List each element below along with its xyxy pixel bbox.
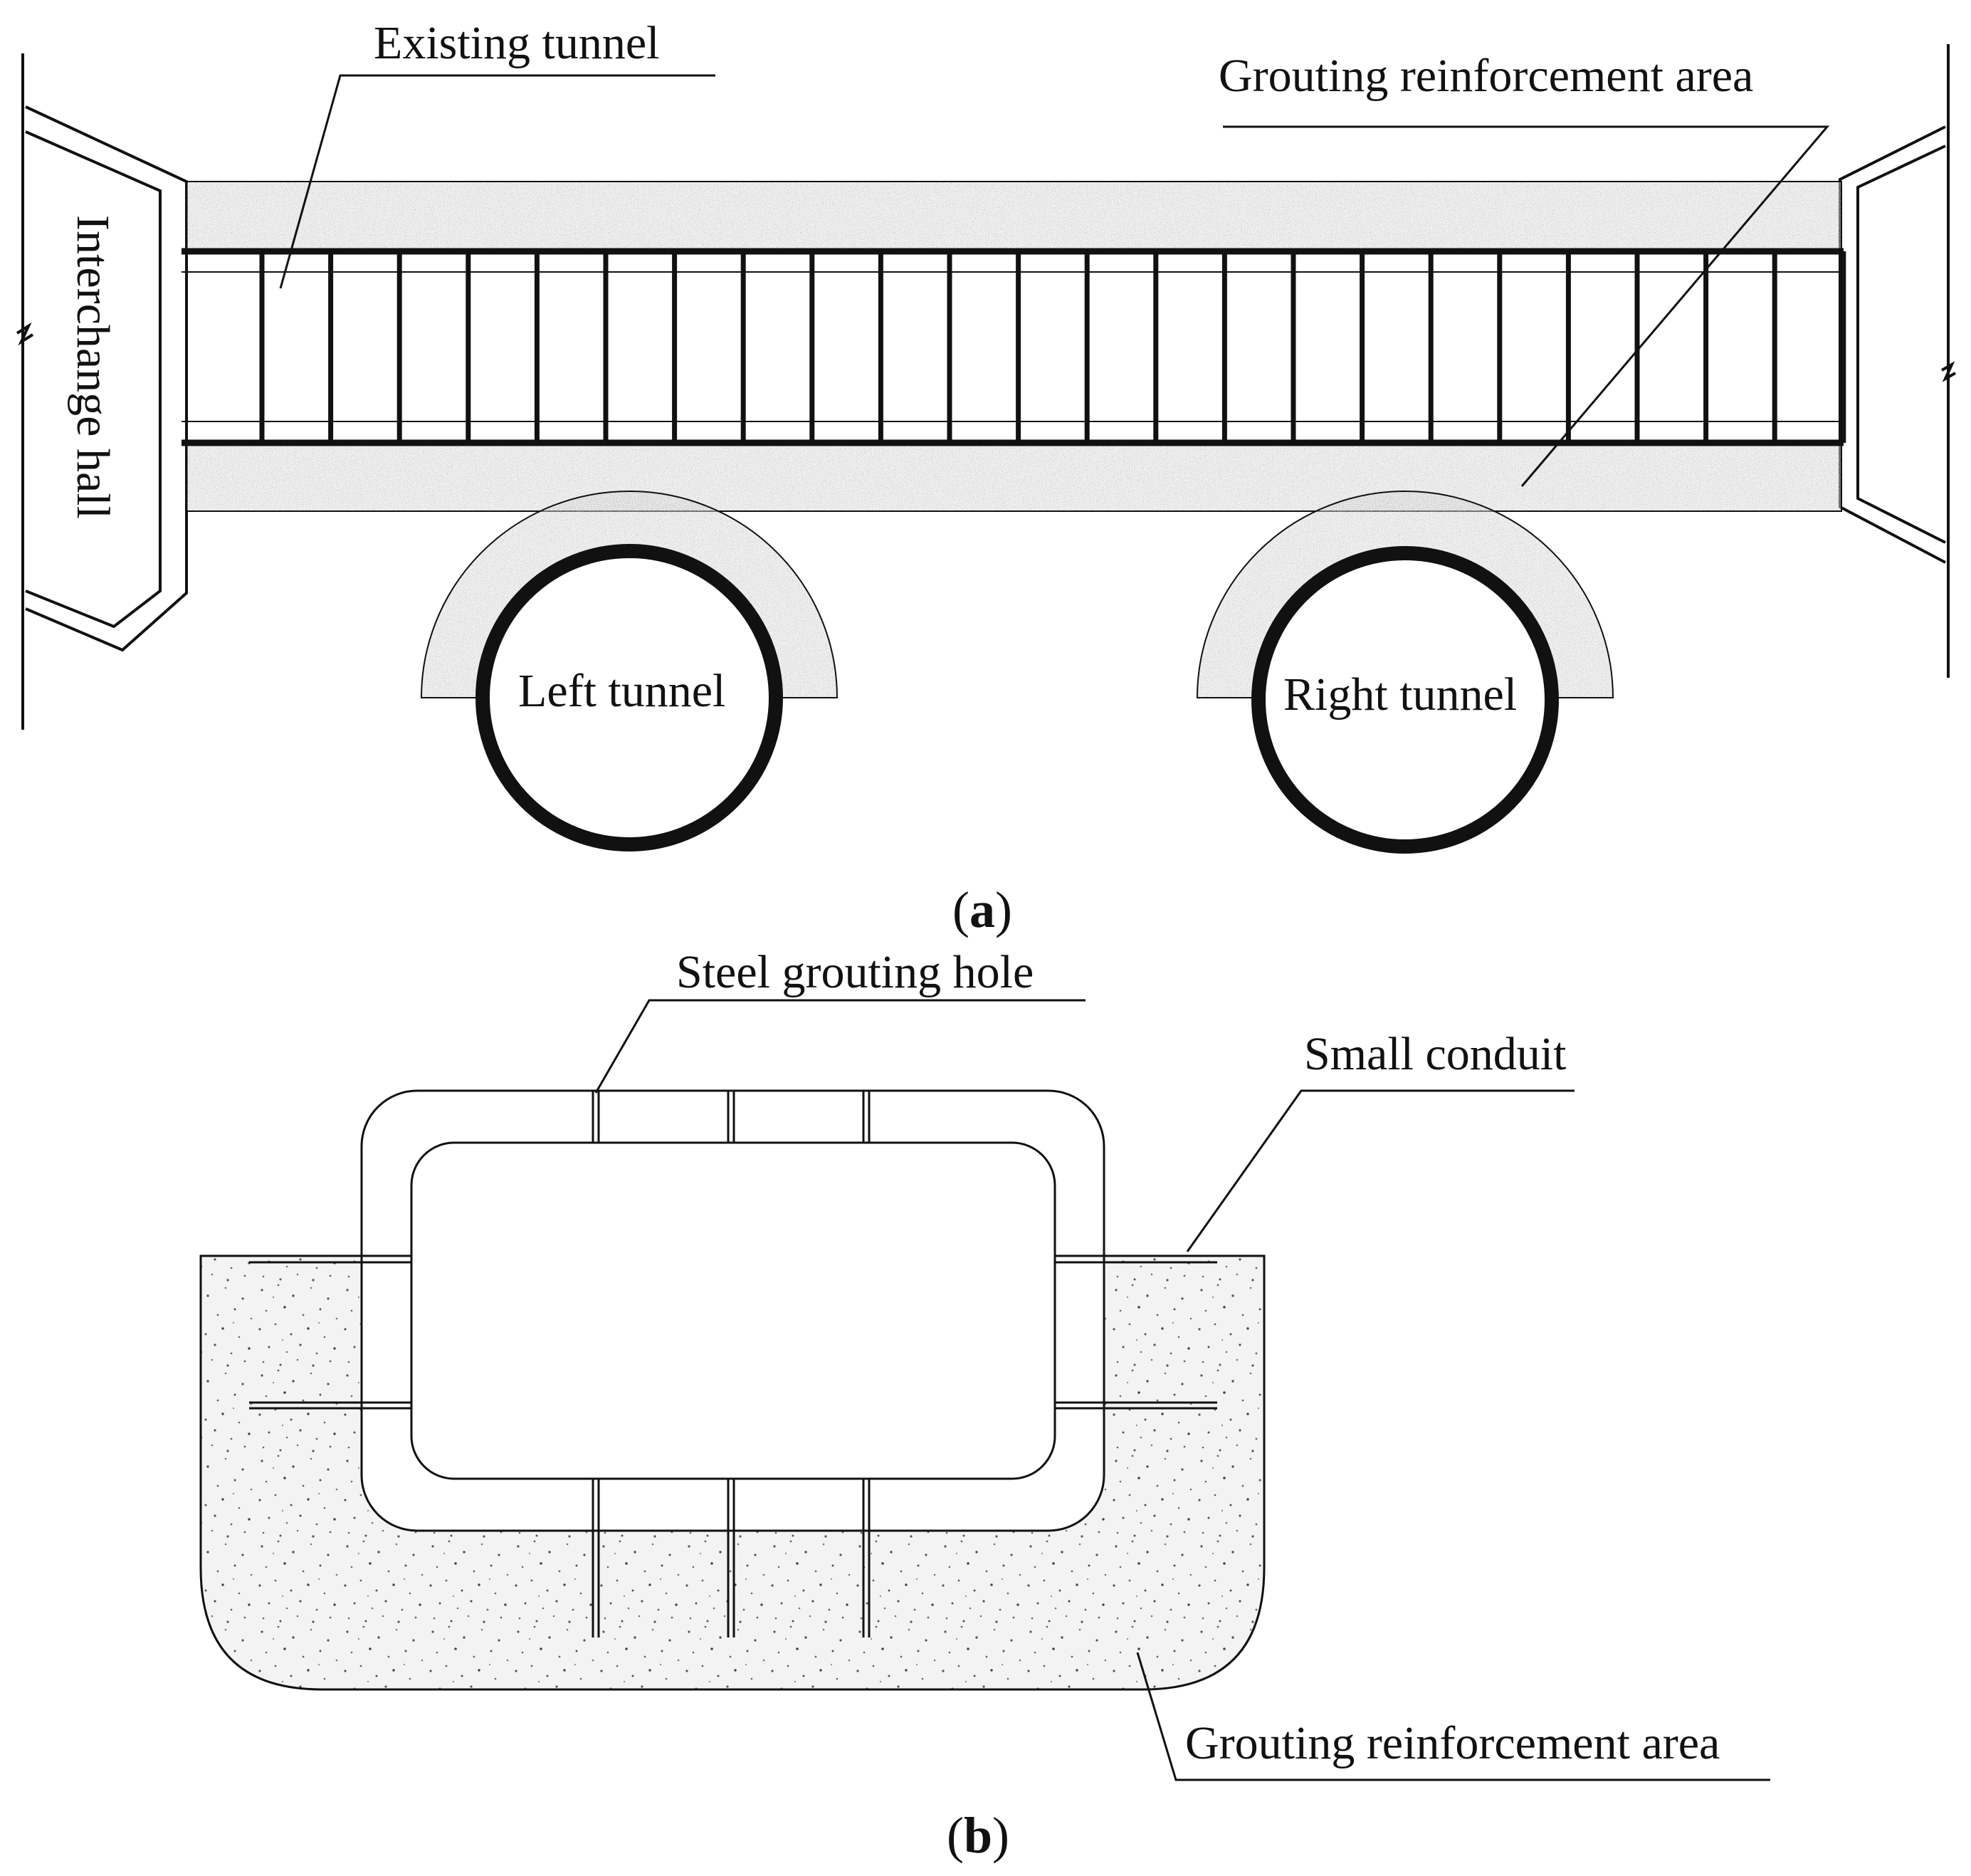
break-mark-right xyxy=(1941,361,1956,382)
label-right-tunnel: Right tunnel xyxy=(1283,669,1517,720)
label-existing-tunnel: Existing tunnel xyxy=(374,17,659,69)
caption-b-open: ( xyxy=(947,1807,964,1864)
leader-small-conduit xyxy=(1186,1089,1575,1252)
steel-grouting-holes xyxy=(592,1091,871,1637)
leaders-b xyxy=(594,999,1770,1781)
break-mark-left xyxy=(16,322,34,346)
grouting-band-bottom xyxy=(186,442,1842,512)
tunnel-ribs xyxy=(259,251,1846,443)
label-grouting-area-a: Grouting reinforcement area xyxy=(1219,50,1753,102)
caption-b-letter: b xyxy=(964,1807,992,1864)
leader-grouting-b xyxy=(1136,1652,1770,1781)
caption-a-letter: a xyxy=(969,881,995,938)
label-interchange-hall: Interchange hall xyxy=(67,215,119,519)
hall-right-inner xyxy=(1856,145,1946,544)
right-tunnel-ring xyxy=(1251,546,1559,854)
figure-a: Existing tunnel Grouting reinforcement a… xyxy=(16,17,1956,938)
interchange-hall-right xyxy=(1839,44,1956,678)
leader-steel-hole xyxy=(594,999,1086,1094)
lining-inner xyxy=(410,1141,1056,1480)
small-conduits xyxy=(249,1254,1217,1410)
caption-a-open: ( xyxy=(952,881,969,938)
caption-b: (b) xyxy=(947,1807,1009,1864)
hall-right-outer xyxy=(1839,125,1946,564)
hall-outline-outer xyxy=(25,105,188,652)
label-grouting-area-b: Grouting reinforcement area xyxy=(1185,1717,1720,1769)
leader-existing-tunnel xyxy=(279,74,715,289)
leader-grouting-a xyxy=(1223,125,1830,487)
caption-b-close: ) xyxy=(992,1807,1009,1864)
existing-tunnel-body xyxy=(182,248,1846,446)
label-steel-grouting-hole: Steel grouting hole xyxy=(676,946,1034,998)
hall-outline-inner xyxy=(25,130,162,629)
interchange-hall-left xyxy=(16,53,188,730)
caption-a: (a) xyxy=(952,881,1012,938)
grouting-band-top xyxy=(186,181,1842,250)
figure-b: Steel grouting hole Small conduit Grouti… xyxy=(199,946,1770,1864)
label-small-conduit: Small conduit xyxy=(1304,1028,1566,1080)
left-tunnel-ring xyxy=(475,544,783,851)
caption-a-close: ) xyxy=(995,881,1012,938)
label-left-tunnel: Left tunnel xyxy=(518,665,725,717)
leaders-a xyxy=(279,74,1830,487)
